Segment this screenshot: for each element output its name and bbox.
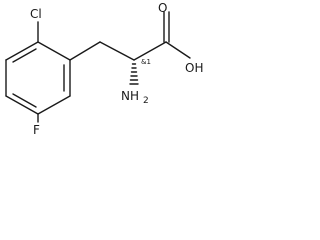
stereo-descriptor: &1 xyxy=(141,58,151,66)
ring-bond xyxy=(37,41,71,61)
calpha-carboxyl-bond xyxy=(133,41,167,61)
c-oh-bond xyxy=(165,41,191,59)
carbonyl-oxygen-label: O xyxy=(158,1,167,15)
ring-ch2-bond xyxy=(69,41,101,61)
chlorine-label: Cl xyxy=(30,7,42,21)
amine-label: NH xyxy=(121,89,139,103)
hydroxyl-label: OH xyxy=(185,61,203,75)
ring-bond xyxy=(5,41,39,61)
stereo-hash-wedge xyxy=(129,63,139,85)
ring-bond xyxy=(5,95,39,115)
ring-double-bond xyxy=(12,48,37,63)
structure-canvas: Cl F O OH NH 2 &1 xyxy=(0,0,230,137)
chemical-structure: Cl F O OH NH 2 &1 xyxy=(5,1,203,137)
fluorine-label: F xyxy=(33,123,40,137)
ring-bond xyxy=(37,95,71,115)
benzene-ring xyxy=(5,41,71,115)
ring-double-bond xyxy=(12,93,37,108)
ch2-calpha-bond xyxy=(99,41,135,61)
amine-subscript: 2 xyxy=(143,96,149,106)
